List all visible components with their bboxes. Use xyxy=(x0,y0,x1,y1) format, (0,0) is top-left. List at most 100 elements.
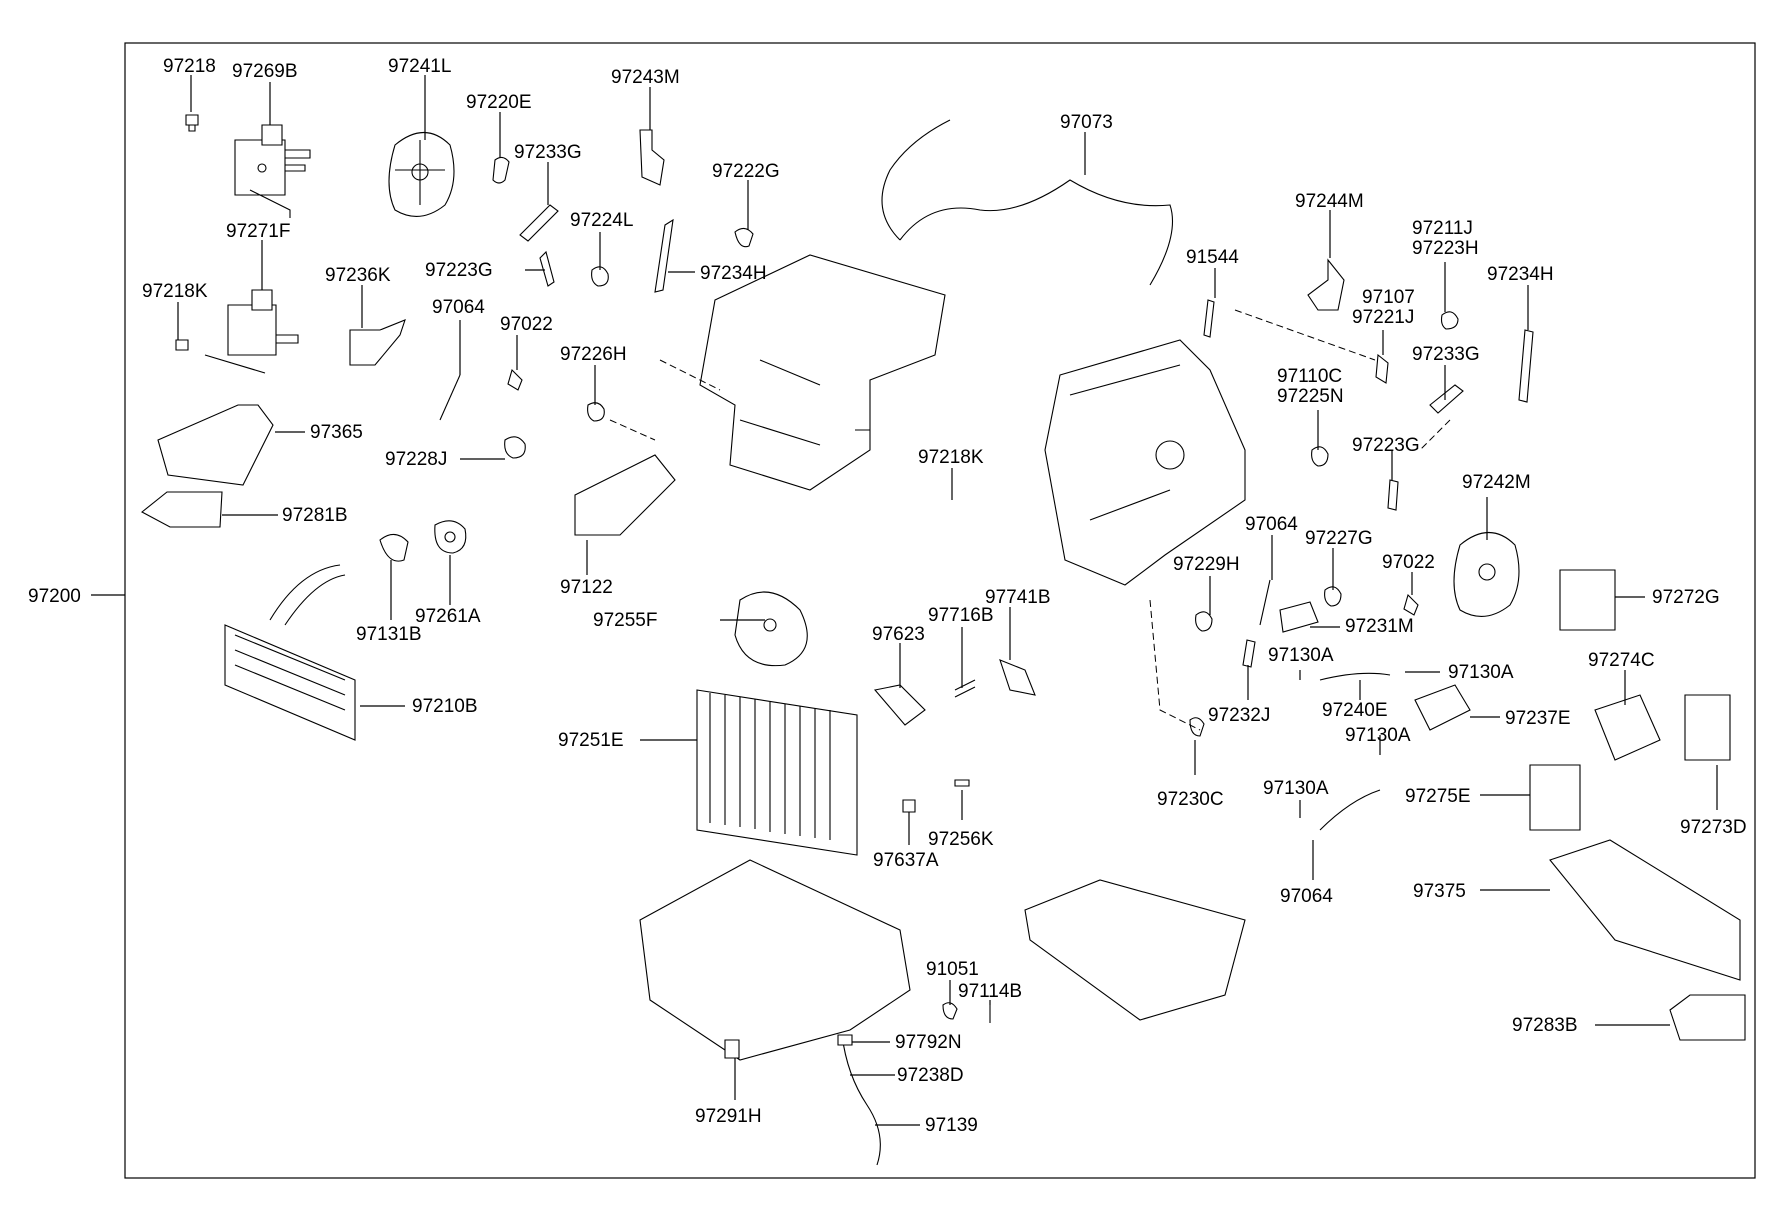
part-label: 97236K xyxy=(325,265,391,286)
part-label: 97210B xyxy=(412,696,478,717)
part-label: 97232J xyxy=(1208,705,1270,726)
part-label: 97255F xyxy=(593,610,657,631)
part-97220E xyxy=(492,156,510,184)
part-label: 97741B xyxy=(985,587,1051,608)
part-97291H xyxy=(724,1039,740,1059)
part-label: 97229H xyxy=(1173,554,1240,575)
part-label: 97291H xyxy=(695,1106,762,1127)
part-label: 97211J xyxy=(1412,218,1473,239)
part-label: 97281B xyxy=(282,505,348,526)
part-97210B xyxy=(224,564,356,741)
part-97110C xyxy=(1311,446,1329,467)
part-label: 97130A xyxy=(1345,725,1411,746)
part-97271F xyxy=(204,289,299,374)
part-97226H xyxy=(587,402,605,422)
part-97244M xyxy=(1307,258,1345,311)
part-97240E xyxy=(1319,672,1391,681)
part-label: 97226H xyxy=(560,344,627,365)
part-label: 97231M xyxy=(1345,616,1414,637)
part-heater-case-left xyxy=(699,254,946,491)
part-label: 97225N xyxy=(1277,386,1344,407)
part-label: 97271F xyxy=(226,221,290,242)
part-97251E xyxy=(696,689,858,856)
part-label: 97073 xyxy=(1060,112,1113,133)
part-label: 97114B xyxy=(958,981,1022,1002)
part-label: 97223H xyxy=(1412,238,1479,259)
part-97107 xyxy=(1375,353,1389,384)
part-label: 97222G xyxy=(712,161,780,182)
part-97275E xyxy=(1529,764,1581,831)
part-97375 xyxy=(1549,839,1741,981)
part-label: 97244M xyxy=(1295,191,1364,212)
part-label: 97130A xyxy=(1263,778,1329,799)
part-97218K-a xyxy=(175,339,189,351)
part-97272G xyxy=(1559,569,1616,631)
part-97256K xyxy=(954,779,970,787)
part-label: 97274C xyxy=(1588,650,1655,671)
part-label: 97130A xyxy=(1268,645,1334,666)
part-97243M xyxy=(639,129,665,186)
part-label: 97230C xyxy=(1157,789,1224,810)
part-label: 97022 xyxy=(1382,552,1435,573)
part-label: 97131B xyxy=(356,624,422,645)
part-97237E xyxy=(1414,684,1471,731)
part-97623 xyxy=(873,684,926,726)
part-label: 97233G xyxy=(514,142,582,163)
part-97222G xyxy=(734,227,754,248)
part-97273D xyxy=(1684,694,1731,761)
part-97233G-a xyxy=(519,204,559,242)
part-label: 97241L xyxy=(388,56,451,77)
part-label: 97242M xyxy=(1462,472,1531,493)
part-label: 97375 xyxy=(1413,881,1466,902)
assembly-label: 97200 xyxy=(28,586,81,607)
part-97242M xyxy=(1453,532,1520,617)
part-label: 97240E xyxy=(1322,700,1388,721)
part-label: 97122 xyxy=(560,577,613,598)
part-97022-b xyxy=(1403,593,1419,616)
part-97261A xyxy=(434,520,467,554)
part-labels: 97218 97269B 97241L 97220E 97243M 97233G… xyxy=(142,56,1747,1136)
part-label: 97223G xyxy=(425,260,493,281)
part-97223G-a xyxy=(539,250,555,287)
part-label: 97064 xyxy=(1245,514,1298,535)
part-97231M xyxy=(1279,601,1319,633)
part-97064-b xyxy=(1259,579,1271,626)
part-97234H-b xyxy=(1518,329,1534,403)
part-label: 97637A xyxy=(873,850,939,871)
part-97211J xyxy=(1440,311,1459,330)
part-97741B xyxy=(999,659,1036,696)
part-97232J xyxy=(1242,639,1256,668)
part-label: 97792N xyxy=(895,1032,962,1053)
part-label: 97237E xyxy=(1505,708,1571,729)
part-label: 97224L xyxy=(570,210,633,231)
part-label: 97218 xyxy=(163,56,216,77)
part-label: 97223G xyxy=(1352,435,1420,456)
diagram-frame xyxy=(124,42,1756,1179)
leader-lines xyxy=(177,75,1718,1126)
part-97236K xyxy=(349,319,406,366)
part-label: 97716B xyxy=(928,605,994,626)
part-label: 97275E xyxy=(1405,786,1471,807)
part-97792N xyxy=(837,1034,853,1046)
part-97281B xyxy=(141,491,223,528)
part-label: 97110C xyxy=(1277,366,1342,387)
alignment-lines xyxy=(609,309,1451,731)
part-label: 97233G xyxy=(1412,344,1480,365)
part-label: 97365 xyxy=(310,422,363,443)
part-label: 97238D xyxy=(897,1065,964,1086)
part-97218 xyxy=(185,114,199,132)
part-label: 97107 xyxy=(1362,287,1415,308)
part-drain-tray xyxy=(1024,879,1246,1021)
part-97255F xyxy=(734,591,808,667)
part-label: 97220E xyxy=(466,92,532,113)
part-label: 97228J xyxy=(385,449,447,470)
part-97130A-line xyxy=(1319,789,1381,831)
part-97233G-b xyxy=(1429,384,1464,414)
part-97131B xyxy=(379,533,409,562)
part-heater-case-right xyxy=(1044,339,1246,586)
part-drawings xyxy=(141,114,1746,1166)
part-label: 97227G xyxy=(1305,528,1373,549)
part-label: 97234H xyxy=(1487,264,1554,285)
part-label: 97221J xyxy=(1352,307,1414,328)
